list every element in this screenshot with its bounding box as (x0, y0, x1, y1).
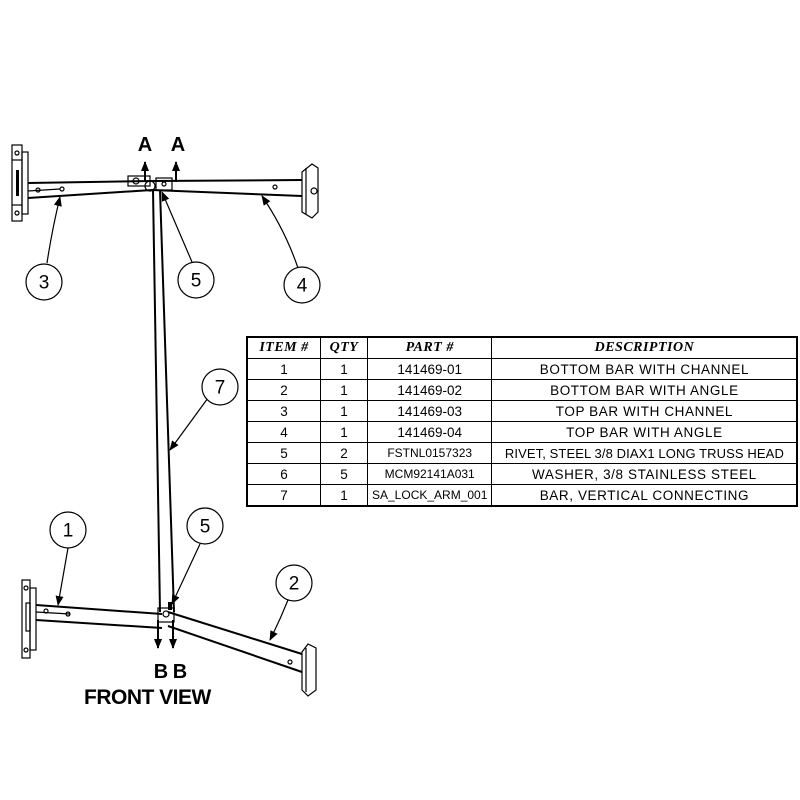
bom-qty: 1 (320, 379, 368, 401)
bom-item: 7 (246, 484, 321, 507)
bom-row: 5 2 FSTNL0157323 RIVET, STEEL 3/8 DIAX1 … (246, 442, 798, 464)
balloon-7 (201, 368, 239, 406)
bom-qty: 1 (320, 484, 368, 507)
bottom-bar-with-angle (167, 611, 303, 673)
bom-qty: 1 (320, 400, 368, 422)
balloon-5-bottom (186, 507, 224, 545)
balloon-2-label: 2 (289, 574, 300, 595)
bom-row: 1 1 141469-01 BOTTOM BAR WITH CHANNEL (246, 358, 798, 380)
bottom-bar-with-channel (35, 604, 163, 629)
bom-description: WASHER, 3/8 STAINLESS STEEL (491, 463, 798, 485)
view-title: FRONT VIEW (84, 686, 211, 709)
top-left-mounting-bracket (11, 144, 29, 222)
bom-description: TOP BAR WITH CHANNEL (491, 400, 798, 422)
balloon-1 (49, 511, 87, 549)
bom-part: FSTNL0157323 (366, 442, 493, 464)
bom-description: BAR, VERTICAL CONNECTING (491, 484, 798, 507)
bom-part: MCM92141A031 (366, 463, 493, 485)
bom-part: 141469-02 (366, 379, 493, 401)
bom-header-qty: QTY (320, 336, 368, 359)
bom-item: 4 (246, 421, 321, 443)
balloon-4-label: 4 (297, 276, 308, 297)
balloon-3-label: 3 (39, 273, 50, 294)
bom-part: SA_LOCK_ARM_001 (366, 484, 493, 507)
bom-qty: 5 (320, 463, 368, 485)
top-bar-with-angle (151, 179, 303, 197)
bom-part: 141469-04 (366, 421, 493, 443)
bottom-right-mounting-angle (301, 643, 317, 697)
section-letter-a-right: A (171, 134, 185, 156)
top-right-mounting-angle (301, 163, 319, 219)
bom-header-part: PART # (366, 336, 493, 359)
balloon-4 (283, 266, 321, 304)
section-b-markers: B B (154, 620, 187, 683)
balloon-2 (275, 564, 313, 602)
bom-qty: 1 (320, 421, 368, 443)
section-letter-b-left: B (154, 661, 168, 683)
bom-part: 141469-01 (366, 358, 493, 380)
bom-description: BOTTOM BAR WITH CHANNEL (491, 358, 798, 380)
bom-qty: 2 (320, 442, 368, 464)
bom-item: 5 (246, 442, 321, 464)
bottom-left-mounting-bracket (21, 579, 37, 659)
bom-part: 141469-03 (366, 400, 493, 422)
section-a-markers: A A (138, 134, 185, 182)
bottom-rivet-joint (157, 602, 175, 623)
section-letter-a-left: A (138, 134, 152, 156)
bom-row: 7 1 SA_LOCK_ARM_001 BAR, VERTICAL CONNEC… (246, 484, 798, 507)
balloon-callouts: 3 5 4 7 1 5 2 (25, 191, 321, 641)
bom-row: 3 1 141469-03 TOP BAR WITH CHANNEL (246, 400, 798, 422)
vertical-connecting-bar (152, 189, 175, 613)
top-bar-with-channel (27, 175, 153, 199)
bom-description: BOTTOM BAR WITH ANGLE (491, 379, 798, 401)
balloon-5-top-label: 5 (191, 271, 202, 292)
bom-row: 2 1 141469-02 BOTTOM BAR WITH ANGLE (246, 379, 798, 401)
bill-of-materials-table: ITEM # QTY PART # DESCRIPTION 1 1 141469… (246, 336, 799, 507)
balloon-7-label: 7 (215, 378, 226, 399)
bom-item: 3 (246, 400, 321, 422)
bom-header-item: ITEM # (246, 336, 321, 359)
bom-qty: 1 (320, 358, 368, 380)
bom-item: 6 (246, 463, 321, 485)
bom-row: 4 1 141469-04 TOP BAR WITH ANGLE (246, 421, 798, 443)
bom-description: RIVET, STEEL 3/8 DIAX1 LONG TRUSS HEAD (491, 442, 798, 464)
bom-header-row: ITEM # QTY PART # DESCRIPTION (246, 336, 798, 359)
balloon-3 (25, 263, 63, 301)
bom-item: 2 (246, 379, 321, 401)
section-letter-b-right: B (173, 661, 187, 683)
bom-row: 6 5 MCM92141A031 WASHER, 3/8 STAINLESS S… (246, 463, 798, 485)
balloon-5-bottom-label: 5 (200, 517, 211, 538)
bom-item: 1 (246, 358, 321, 380)
bom-description: TOP BAR WITH ANGLE (491, 421, 798, 443)
balloon-5-top (177, 261, 215, 299)
balloon-1-label: 1 (63, 521, 74, 542)
top-rivet-joint (144, 177, 173, 192)
bom-header-description: DESCRIPTION (491, 336, 798, 359)
